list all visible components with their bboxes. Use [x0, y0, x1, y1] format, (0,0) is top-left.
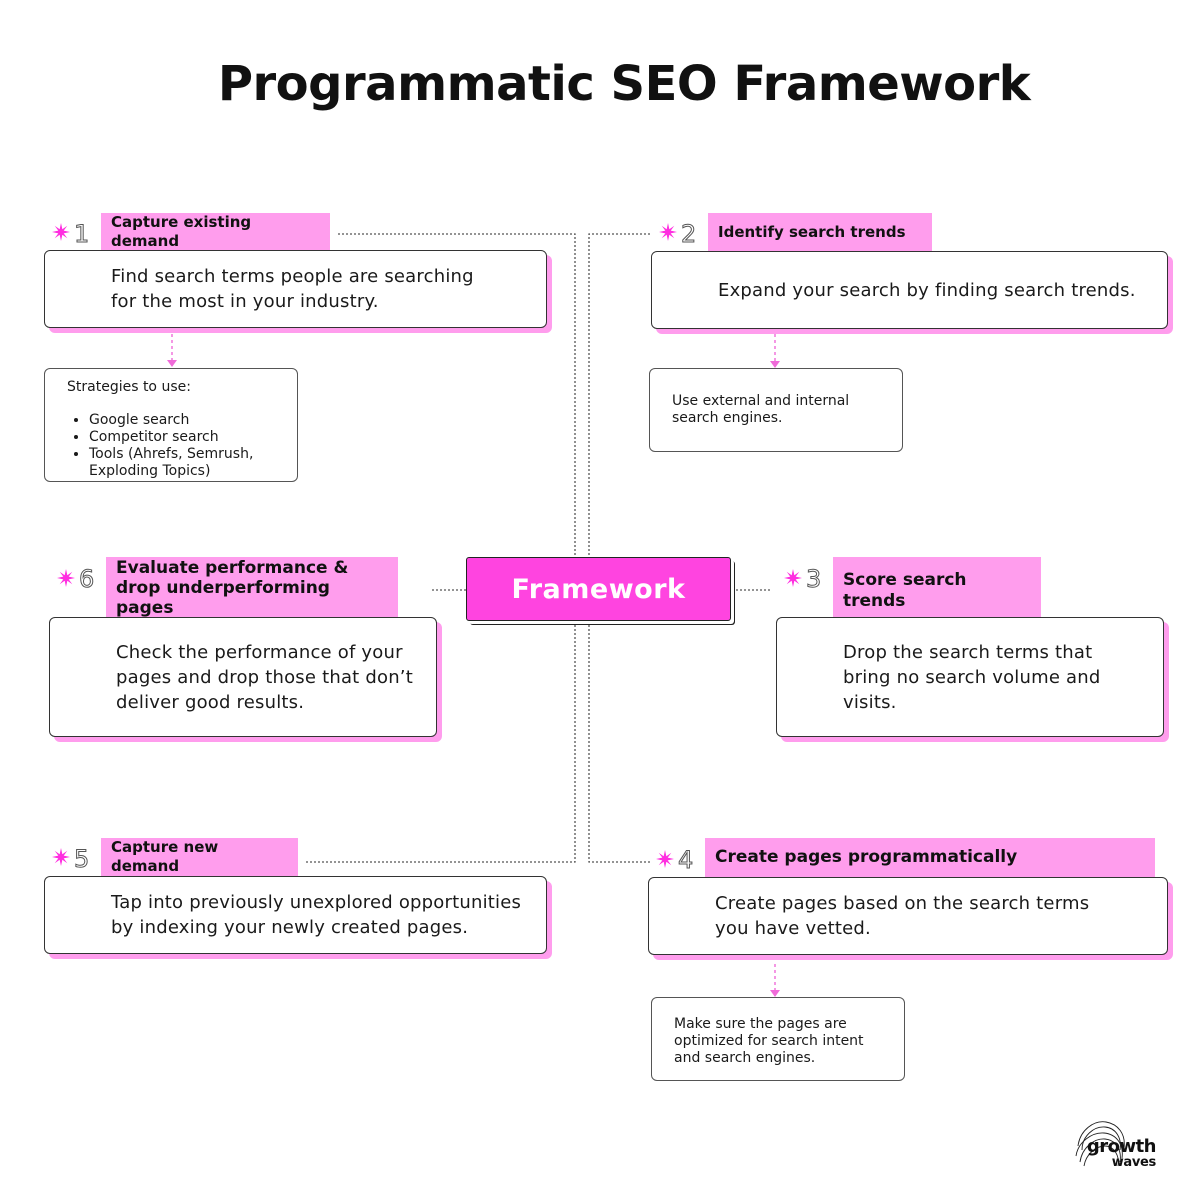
step-tag: Identify search trends [708, 213, 932, 251]
strategies-note: Strategies to use: Google search Competi… [44, 368, 298, 482]
list-item: Tools (Ahrefs, Semrush, Exploding Topics… [89, 446, 277, 480]
connector-step-2 [588, 233, 650, 863]
strategies-list: Google search Competitor search Tools (A… [67, 412, 277, 480]
framework-center-node: Framework [466, 557, 731, 621]
arrowhead-step-2 [770, 361, 780, 368]
step-body: Find search terms people are searching f… [111, 266, 474, 312]
step-body: Drop the search terms that bring no sear… [843, 641, 1101, 713]
step-body: Expand your search by finding search tre… [718, 279, 1136, 301]
step-body: Create pages based on the search terms y… [715, 893, 1090, 939]
step-tag: Evaluate performance & drop underperform… [106, 557, 398, 618]
growth-waves-logo: growth waves [1072, 1116, 1157, 1172]
step-number: 3 [805, 565, 822, 593]
engines-text: Use external and internal search engines… [672, 393, 850, 426]
step-tag: Capture existing demand [101, 213, 330, 251]
sparkle-icon [52, 223, 70, 241]
step-number: 1 [73, 220, 90, 248]
step-body: Tap into previously unexplored opportuni… [111, 892, 522, 938]
optimize-text: Make sure the pages are optimized for se… [674, 1016, 864, 1066]
sparkle-icon [52, 848, 70, 866]
step-card: Find search terms people are searching f… [44, 250, 547, 328]
waves-icon [1075, 1121, 1125, 1167]
arrowhead-step-1 [167, 360, 177, 367]
step-number: 2 [680, 220, 697, 248]
engines-note: Use external and internal search engines… [649, 368, 903, 452]
step-tag: Create pages programmatically [705, 838, 1155, 878]
step-tag: Capture new demand [101, 838, 298, 876]
step-tag: Score search trends [833, 557, 1041, 617]
step-card: Check the performance of your pages and … [49, 617, 437, 737]
step-body: Check the performance of your pages and … [116, 641, 413, 713]
step-card: Expand your search by finding search tre… [651, 251, 1168, 329]
sparkle-icon [57, 569, 75, 587]
step-card: Create pages based on the search terms y… [648, 877, 1168, 955]
sparkle-icon [656, 850, 674, 868]
page-title: Programmatic SEO Framework [217, 56, 1031, 112]
optimize-note: Make sure the pages are optimized for se… [651, 997, 905, 1081]
step-card: Tap into previously unexplored opportuni… [44, 876, 547, 954]
step-card: Drop the search terms that bring no sear… [776, 617, 1164, 737]
step-number: 5 [73, 845, 90, 873]
list-item: Competitor search [89, 429, 277, 446]
logo-text-waves: waves [1111, 1155, 1157, 1170]
connector-step-1 [306, 233, 576, 863]
sparkle-icon [784, 569, 802, 587]
list-item: Google search [89, 412, 277, 429]
sparkle-icon [659, 223, 677, 241]
logo-text-growth: growth [1086, 1136, 1157, 1157]
strategies-heading: Strategies to use: [67, 379, 191, 395]
step-number: 4 [677, 846, 694, 874]
arrowhead-step-4 [770, 990, 780, 997]
step-number: 6 [78, 565, 95, 593]
